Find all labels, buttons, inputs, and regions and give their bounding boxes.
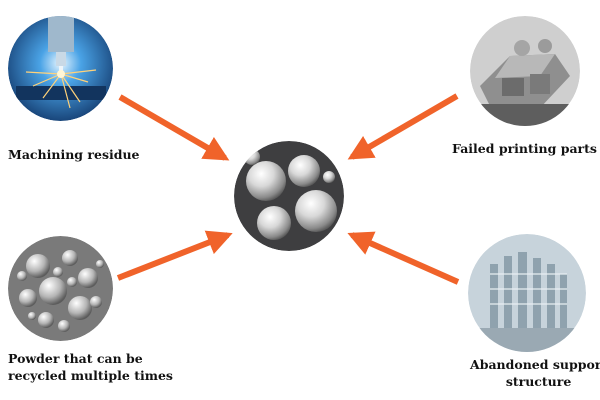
powder-particles-micrograph-icon (8, 236, 113, 341)
label-line: Failed printing parts (452, 141, 597, 156)
label-line: recycled multiple times (8, 368, 173, 383)
arrow-from-support (347, 231, 460, 285)
metal-printed-part-icon (470, 16, 580, 126)
label-line: structure (505, 374, 572, 389)
label-abandoned-support-structure: Abandoned support structure (470, 356, 600, 390)
cnc-machining-sparks-icon (8, 16, 113, 121)
label-recyclable-powder: Powder that can be recycled multiple tim… (8, 350, 173, 384)
metal-support-structure-icon (468, 234, 586, 352)
metal-powder-spheres-icon (234, 141, 344, 251)
arrow-from-machining (118, 94, 230, 161)
arrow-from-failed-parts (347, 93, 459, 160)
label-line: Machining residue (8, 147, 140, 162)
arrow-from-powder (116, 230, 233, 281)
label-line: Powder that can be (8, 351, 143, 366)
label-failed-printing-parts: Failed printing parts (452, 140, 597, 157)
label-line: Abandoned support (470, 357, 600, 372)
label-machining-residue: Machining residue (8, 146, 140, 163)
